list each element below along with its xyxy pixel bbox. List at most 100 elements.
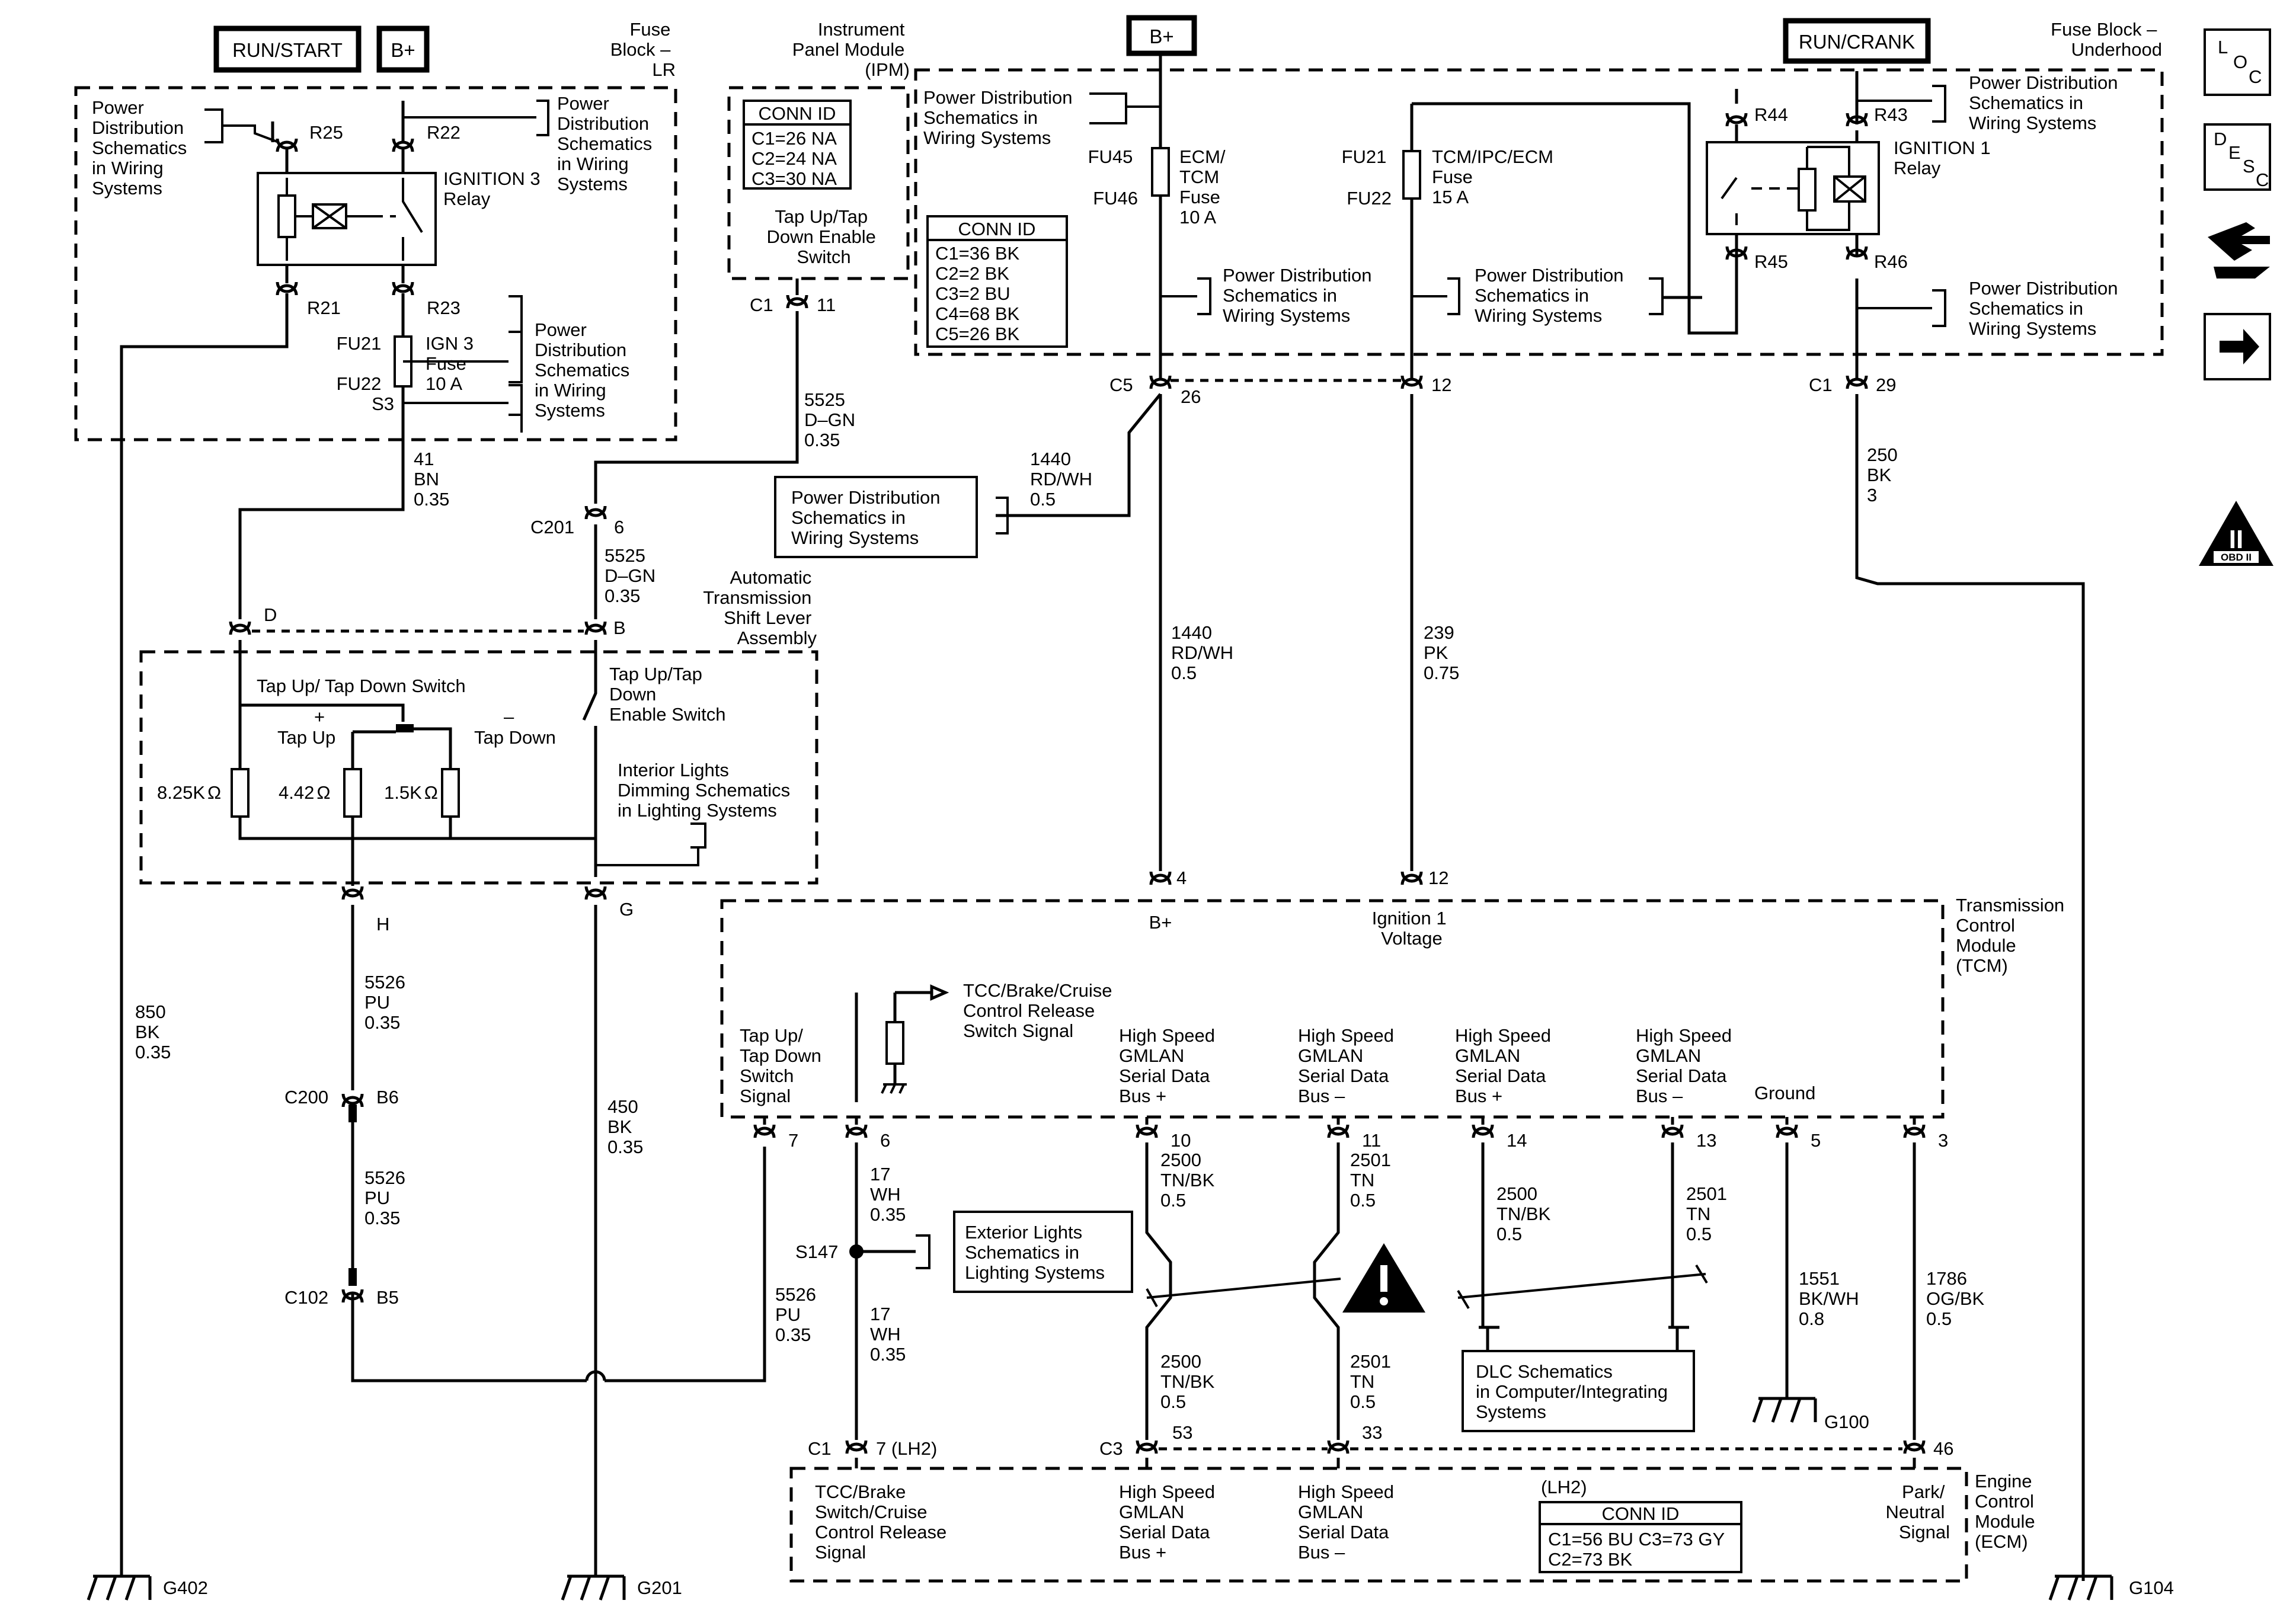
svg-text:R25: R25	[309, 122, 343, 143]
svg-text:C1=56 BU C3=73 GY C2=73 B: C1=56 BU C3=73 GY C2=73 BK	[1548, 1529, 1729, 1570]
arrow-right-icon[interactable]	[2204, 313, 2271, 380]
wire-239-label: 239 PK 0.75	[1424, 622, 1459, 683]
svg-text:(LH2): (LH2)	[1541, 1477, 1587, 1497]
pd-box-mid	[774, 476, 978, 558]
lower-wiring: S147 Exterior Lights Schematics in Light…	[795, 1142, 1985, 1440]
ext-lights-box	[953, 1211, 1133, 1293]
wire-850-label: 850 BK 0.35	[135, 1001, 171, 1062]
underhood-title: Fuse Block – Underhood	[2051, 19, 2162, 60]
svg-text:G100: G100	[1824, 1411, 1869, 1432]
svg-text:+: +	[314, 706, 325, 727]
svg-text:C1: C1	[1809, 375, 1833, 395]
pd-note-uh-mid1: Power Distribution Schematics in Wiring …	[1223, 265, 1377, 326]
mid-wiring: 41 BN 0.35 5525 D–GN 0.35 C201 6 5525 D–…	[238, 389, 2085, 1581]
svg-text:High Speed GMLAN Seria: High Speed GMLAN Serial Data Bus +	[1119, 1481, 1220, 1563]
svg-text:High Speed GMLAN Seria: High Speed GMLAN Serial Data Bus –	[1636, 1025, 1737, 1106]
svg-text:4: 4	[1176, 868, 1187, 888]
svg-text:6: 6	[880, 1130, 890, 1151]
svg-text:53: 53	[1172, 1422, 1192, 1443]
wire-5526a-label: 5526 PU 0.35	[364, 972, 411, 1033]
wire-5525b-label: 5525 D–GN 0.35	[605, 545, 661, 606]
svg-text:RUN/CRANK: RUN/CRANK	[1799, 31, 1915, 53]
svg-text:High Speed GMLAN Seria: High Speed GMLAN Serial Data Bus –	[1298, 1481, 1399, 1563]
svg-text:B+: B+	[391, 39, 415, 61]
svg-text:R46: R46	[1874, 251, 1908, 272]
svg-text:R23: R23	[427, 297, 461, 318]
fuse-block-lr-title: Fuse Block – LR	[610, 19, 676, 80]
fuse-block-underhood: Fuse Block – Underhood Power Distributio…	[914, 19, 2164, 407]
svg-text:S: S	[2243, 156, 2255, 177]
header-run-crank: RUN/CRANK	[1783, 18, 1931, 64]
wire-2500c-label: 2500 TN/BK 0.5	[1496, 1183, 1556, 1244]
wire-17a-label: 17 WH 0.35	[870, 1164, 906, 1225]
pd-note-uh-mid2: Power Distribution Schematics in Wiring …	[1475, 265, 1629, 326]
left-lower-wiring: 850 BK 0.35 5526 PU 0.35 C200 B6 5526 PU…	[135, 905, 816, 1576]
header-bplus-mid: B+	[1126, 15, 1197, 56]
wire-1551-label: 1551 BK/WH 0.8	[1799, 1268, 1864, 1329]
relay-ign1-label: IGNITION 1 Relay	[1894, 137, 1996, 178]
svg-text:S147: S147	[795, 1241, 838, 1262]
enable-switch-label: Tap Up/Tap Down Enable Switch	[609, 664, 725, 725]
svg-text:Ignition 1 Voltage: Ignition 1 Voltage	[1372, 908, 1451, 949]
svg-text:Tap Up/ Tap Down Switch: Tap Up/ Tap Down Switch	[257, 676, 466, 696]
svg-text:C1=36 BK C2=2 BK C3=2: C1=36 BK C2=2 BK C3=2 BU C4=68 BK C5=26 …	[935, 243, 1025, 344]
svg-text:1.5KΩ: 1.5KΩ	[384, 782, 438, 803]
svg-text:12: 12	[1431, 375, 1451, 395]
pd-note-lr-lower: Power Distribution Schematics in Wiring …	[535, 319, 635, 421]
svg-text:O: O	[2233, 52, 2247, 72]
svg-text:C5: C5	[1109, 375, 1133, 395]
wire-5525a-label: 5525 D–GN 0.35	[804, 389, 861, 450]
dlc-box	[1462, 1350, 1695, 1432]
ipm-enable-switch-label: Tap Up/Tap Down Enable Switch	[766, 206, 881, 267]
tcm-module: Transmission Control Module (TCM) 4 12 B…	[720, 868, 2064, 1151]
desc-icon[interactable]: D E S C	[2204, 123, 2271, 191]
wire-2500a-label: 2500 TN/BK 0.5	[1160, 1150, 1220, 1211]
svg-text:3: 3	[1938, 1130, 1948, 1151]
svg-text:High Speed GMLAN Seria: High Speed GMLAN Serial Data Bus +	[1119, 1025, 1220, 1106]
svg-text:Tap Down: Tap Down	[474, 727, 556, 748]
wire-2501b-label: 2501 TN 0.5	[1350, 1351, 1396, 1412]
svg-text:L: L	[2218, 37, 2228, 57]
ground-g100-icon	[1754, 1398, 1815, 1422]
wire-2501c-label: 2501 TN 0.5	[1686, 1183, 1732, 1244]
connector-tool-icon[interactable]	[2208, 222, 2270, 279]
wire-17b-label: 17 WH 0.35	[870, 1304, 906, 1365]
wire-450-label: 450 BK 0.35	[607, 1096, 643, 1157]
pd-note-lr-right: Power Distribution Schematics in Wiring …	[557, 93, 657, 194]
svg-text:G201: G201	[637, 1577, 682, 1598]
relay-ign3-label: IGNITION 3 Relay	[443, 168, 545, 209]
obd-ii-icon: II OBD II	[2199, 501, 2273, 566]
svg-text:C102: C102	[284, 1287, 328, 1308]
svg-text:Tap Up: Tap Up	[277, 727, 335, 748]
warning-icon	[1342, 1243, 1425, 1313]
ecm-title: Engine Control Module (ECM)	[1975, 1471, 2040, 1552]
pd-note-lr-left: Power Distribution Schematics in Wiring …	[92, 97, 192, 199]
svg-text:H: H	[376, 914, 389, 934]
svg-text:D: D	[2214, 129, 2227, 149]
header-run-start: RUN/START	[213, 25, 362, 73]
svg-text:CONN ID: CONN ID	[1602, 1503, 1680, 1524]
svg-text:7: 7	[788, 1130, 798, 1151]
svg-text:11: 11	[817, 295, 836, 315]
wire-2500b-label: 2500 TN/BK 0.5	[1160, 1351, 1220, 1412]
svg-text:G402: G402	[163, 1577, 208, 1598]
ground-g104-icon	[2050, 1576, 2112, 1600]
wire-1440b-label: 1440 RD/WH 0.5	[1171, 622, 1239, 683]
shift-lever-assembly: Automatic Transmission Shift Lever Assem…	[139, 567, 818, 934]
svg-text:R22: R22	[427, 122, 461, 143]
svg-text:33: 33	[1362, 1422, 1382, 1443]
svg-text:R43: R43	[1874, 104, 1908, 125]
svg-text:C1: C1	[808, 1438, 832, 1459]
svg-text:B6: B6	[376, 1087, 399, 1108]
svg-text:CONN ID: CONN ID	[958, 219, 1036, 239]
header-run-start-label: RUN/START	[232, 39, 343, 61]
svg-text:46: 46	[1933, 1438, 1953, 1459]
svg-text:C: C	[2249, 66, 2262, 87]
svg-text:Ground: Ground	[1754, 1083, 1815, 1103]
pd-note-uh-r43: Power Distribution Schematics in Wiring …	[1969, 72, 2123, 133]
loc-icon[interactable]: L O C	[2204, 28, 2271, 96]
svg-text:E: E	[2228, 142, 2241, 163]
svg-text:C1=26 NA C2=24 NA C3=3: C1=26 NA C2=24 NA C3=30 NA	[752, 128, 841, 189]
wire-5526b-label: 5526 PU 0.35	[364, 1167, 411, 1228]
